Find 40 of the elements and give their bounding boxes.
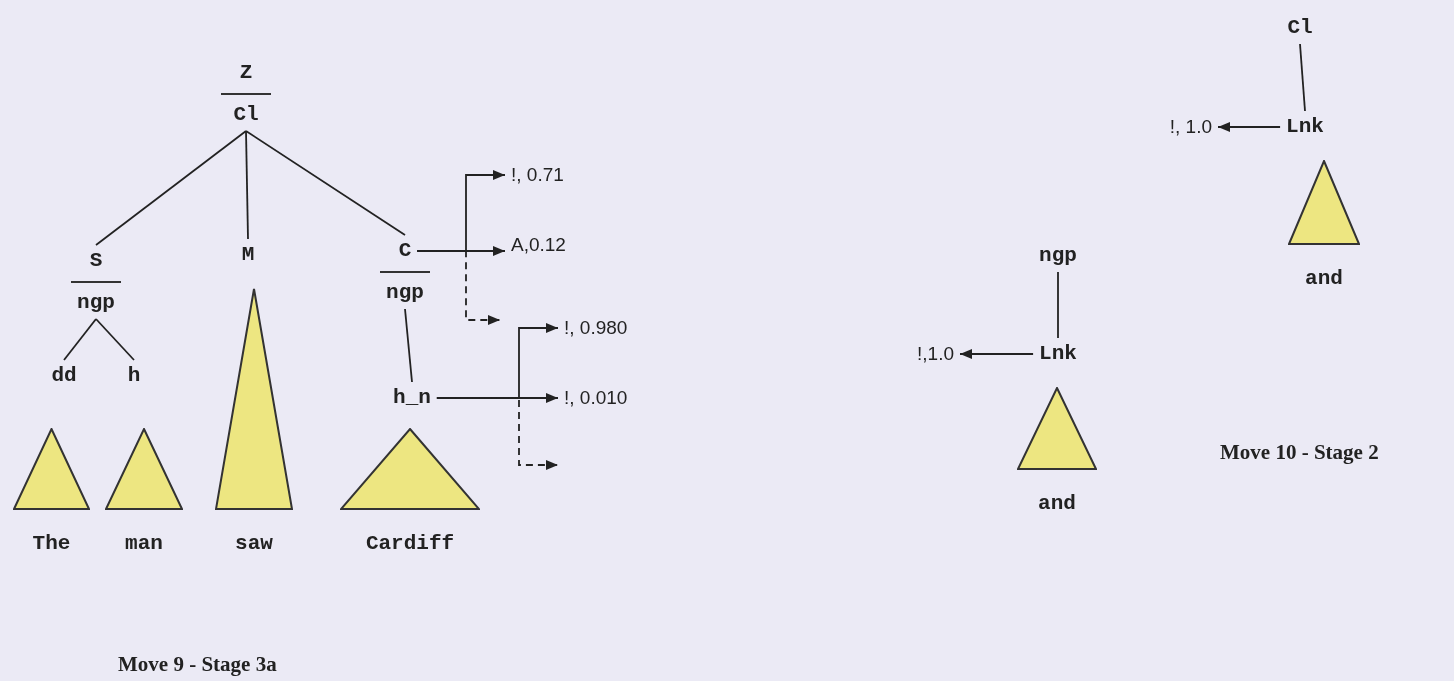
tree-line: [245, 130, 406, 236]
tree-label: Lnk: [1286, 115, 1324, 139]
word-label: and: [1305, 267, 1343, 290]
class-label: Cl: [233, 103, 259, 127]
class-label: ngp: [386, 281, 424, 305]
word-label: saw: [235, 532, 273, 555]
tree-label: M: [241, 243, 255, 267]
tree-label: dd: [51, 364, 77, 388]
function-label: C: [398, 239, 412, 263]
probability-label: !, 0.71: [505, 164, 564, 186]
tree-line: [95, 318, 135, 361]
word-label: man: [125, 532, 163, 555]
tree-label: h: [127, 364, 141, 388]
function-label: S: [89, 249, 103, 273]
arrow: [959, 349, 1034, 359]
dashed-arrow: [436, 397, 559, 470]
arrow: [1217, 122, 1281, 132]
function-label: Z: [239, 61, 253, 85]
tree-line: [404, 308, 413, 383]
tree-line: [63, 318, 97, 361]
tree-line: [245, 130, 249, 240]
tree-label: Cl: [1287, 16, 1313, 40]
probability-label: !,1.0: [917, 343, 960, 365]
word-label: The: [32, 532, 71, 555]
stage-caption: Move 10 - Stage 2: [1220, 440, 1379, 465]
probability-label: !, 0.980: [558, 317, 628, 339]
tree-label: Lnk: [1039, 342, 1077, 366]
tree-line: [1057, 271, 1059, 339]
tree-line: [95, 130, 247, 246]
probability-label: !, 0.010: [558, 387, 628, 409]
tree-label: h_n: [393, 386, 431, 410]
class-label: ngp: [77, 291, 115, 315]
probability-label: !, 1.0: [1169, 116, 1218, 138]
tree-line: [1299, 43, 1306, 112]
word-label: Cardiff: [365, 532, 455, 555]
stage-caption: Move 9 - Stage 3a: [118, 652, 277, 677]
word-label: and: [1038, 492, 1076, 515]
tree-label: ngp: [1039, 244, 1077, 268]
dashed-arrow: [416, 250, 501, 325]
probability-label: A,0.12: [505, 234, 566, 256]
